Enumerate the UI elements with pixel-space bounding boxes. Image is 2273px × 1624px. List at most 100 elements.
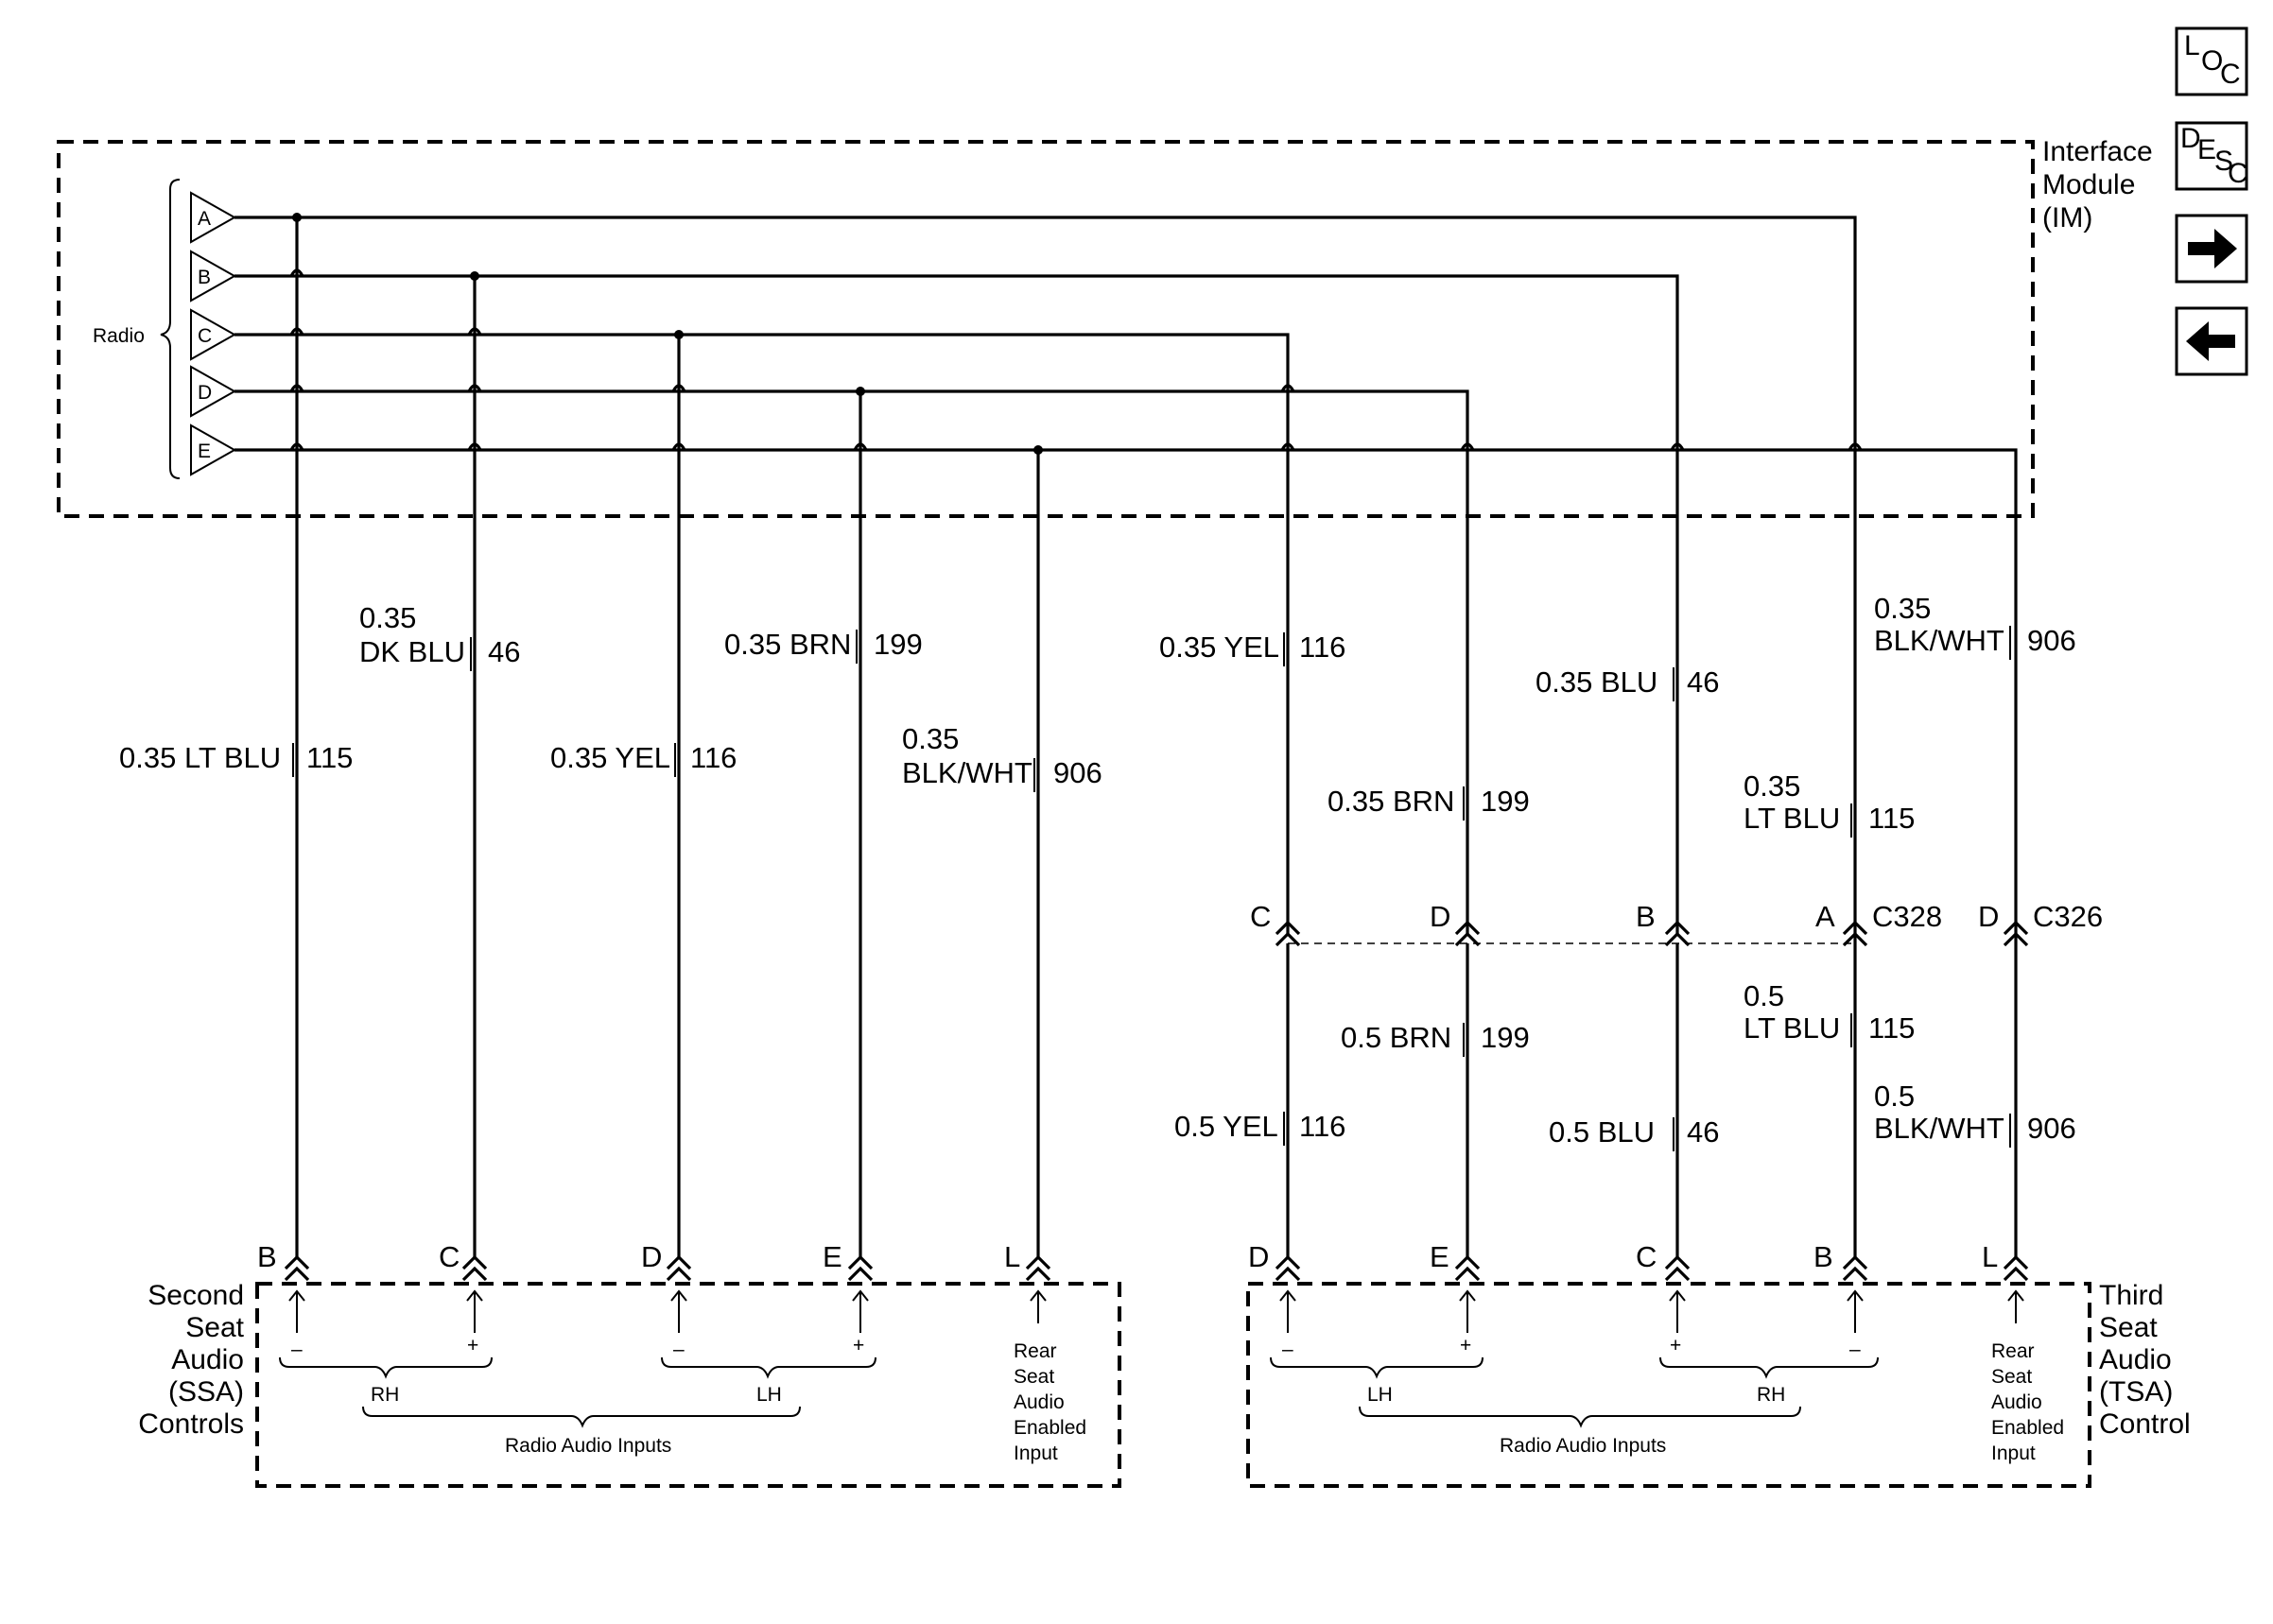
svg-text:Enabled: Enabled [1991, 1417, 2064, 1439]
desc-letter-e: E [2197, 134, 2216, 165]
svg-text:Radio Audio Inputs: Radio Audio Inputs [1500, 1435, 1666, 1457]
c328-connector: C D B A C328 [1250, 900, 1942, 947]
loc-letter-l: L [2184, 30, 2200, 61]
svg-text:C: C [1250, 900, 1271, 933]
svg-text:Third: Third [2099, 1280, 2163, 1311]
wire-label-lyel: 0.5 YEL [1174, 1110, 1278, 1143]
bus-a [234, 216, 1857, 1257]
svg-text:906: 906 [2027, 1112, 2076, 1145]
svg-text:D: D [641, 1240, 662, 1273]
svg-text:D: D [1430, 900, 1450, 933]
svg-text:RH: RH [1757, 1384, 1785, 1406]
svg-text:LH: LH [756, 1384, 782, 1406]
svg-text:Audio: Audio [1014, 1391, 1065, 1413]
svg-text:Seat: Seat [1991, 1366, 2032, 1388]
left-arrow-icon [2186, 321, 2235, 361]
radio-terminal-a: A [190, 191, 237, 244]
svg-text:199: 199 [1481, 1021, 1530, 1054]
svg-text:(SSA): (SSA) [168, 1376, 244, 1408]
svg-text:Audio: Audio [1991, 1391, 2042, 1413]
svg-text:B: B [257, 1240, 277, 1273]
svg-text:L: L [1004, 1240, 1020, 1273]
loc-button[interactable]: L O C [2175, 26, 2248, 96]
radio-label: Radio [93, 325, 145, 347]
wire-label-blkwht-circuit: 906 [1053, 756, 1102, 789]
svg-text:E: E [823, 1240, 842, 1273]
svg-text:Input: Input [1991, 1443, 2036, 1464]
svg-text:+: + [1460, 1335, 1471, 1356]
svg-text:Radio Audio Inputs: Radio Audio Inputs [505, 1435, 671, 1457]
wire-label-dkblu-circuit: 46 [488, 635, 520, 668]
wire-label-rltblu-size: 0.35 [1744, 769, 1800, 803]
wire-label-lblkwht-size: 0.5 [1874, 1080, 1915, 1113]
svg-text:D: D [198, 382, 212, 404]
svg-text:–: – [673, 1339, 685, 1360]
svg-text:–: – [1849, 1339, 1861, 1360]
c326-connector: D C326 [1978, 900, 2103, 947]
tsa-boundary [1246, 1282, 2091, 1488]
loc-letter-c: C [2220, 59, 2241, 90]
ssa-boundary [255, 1282, 1121, 1488]
radio-terminal-d: D [190, 365, 237, 418]
interface-module-boundary [57, 140, 2035, 518]
svg-text:C: C [198, 325, 212, 347]
svg-text:+: + [467, 1335, 478, 1356]
bus-d [234, 389, 1469, 936]
desc-letter-d: D [2180, 123, 2201, 154]
wire-label-rltblu-color: LT BLU [1744, 802, 1840, 835]
svg-text:Audio: Audio [171, 1344, 244, 1375]
wire-label-blkwht-size: 0.35 [902, 722, 959, 755]
svg-text:L: L [1982, 1240, 1998, 1273]
back-button[interactable] [2175, 306, 2248, 376]
svg-text:B: B [1636, 900, 1656, 933]
desc-letter-s: S [2214, 146, 2233, 177]
svg-text:Seat: Seat [2099, 1312, 2158, 1343]
im-label-line1: Interface [2042, 136, 2153, 167]
svg-text:116: 116 [1299, 1110, 1345, 1143]
svg-text:RH: RH [371, 1384, 399, 1406]
svg-text:C: C [1636, 1240, 1657, 1273]
loc-letter-o: O [2201, 45, 2223, 77]
bus-c [234, 333, 1290, 936]
svg-text:Control: Control [2099, 1408, 2191, 1440]
svg-text:A: A [198, 208, 211, 230]
desc-button[interactable]: D E S C [2175, 121, 2248, 191]
ssa-internal: – + – + RH LH Radio Audio Inputs Rear Se… [279, 1289, 1086, 1464]
tsa-internal: – + + – LH RH Radio Audio Inputs Rear Se… [1270, 1289, 2064, 1464]
wire-label-rbrn-circuit: 199 [1481, 785, 1530, 818]
radio-terminal-b: B [190, 250, 237, 302]
wire-label-rblkwht-circuit: 906 [2027, 624, 2076, 657]
tsa-name: Third Seat Audio (TSA) Control [2099, 1280, 2191, 1440]
svg-text:–: – [1282, 1339, 1293, 1360]
wire-label-lblu: 0.5 BLU [1549, 1115, 1655, 1149]
wire-label-yel-size: 0.35 YEL [550, 741, 670, 774]
next-button[interactable] [2175, 214, 2248, 284]
svg-text:Seat: Seat [1014, 1366, 1054, 1388]
svg-text:Rear: Rear [1014, 1340, 1057, 1362]
wire-label-rblkwht-size: 0.35 [1874, 592, 1931, 625]
wire-label-ltblu-circuit: 115 [306, 741, 353, 774]
svg-text:115: 115 [1868, 1011, 1915, 1045]
wire-label-rltblu-circuit: 115 [1868, 802, 1915, 835]
svg-text:Second: Second [147, 1280, 244, 1311]
ssa-pins: B C D E L [257, 1240, 1051, 1282]
wire-label-dkblu-size: 0.35 [359, 601, 416, 634]
svg-text:Seat: Seat [185, 1312, 244, 1343]
wire-label-rblu-size: 0.35 BLU [1536, 665, 1657, 699]
svg-text:LH: LH [1367, 1384, 1393, 1406]
svg-text:–: – [291, 1339, 303, 1360]
svg-text:B: B [198, 267, 211, 288]
svg-text:(TSA): (TSA) [2099, 1376, 2173, 1408]
svg-text:Rear: Rear [1991, 1340, 2035, 1362]
wire-label-lltblu-color: LT BLU [1744, 1011, 1840, 1045]
wire-label-lblkwht-color: BLK/WHT [1874, 1112, 2004, 1145]
wire-crossings [289, 268, 1863, 451]
wire-label-brn-size: 0.35 BRN [724, 628, 851, 661]
im-label-line3: (IM) [2042, 202, 2092, 233]
wire-label-rbrn-size: 0.35 BRN [1327, 785, 1454, 818]
wire-label-blkwht-color: BLK/WHT [902, 756, 1032, 789]
svg-text:+: + [1670, 1335, 1681, 1356]
right-arrow-icon [2188, 229, 2237, 268]
wire-label-ryel-circuit: 116 [1299, 631, 1345, 664]
